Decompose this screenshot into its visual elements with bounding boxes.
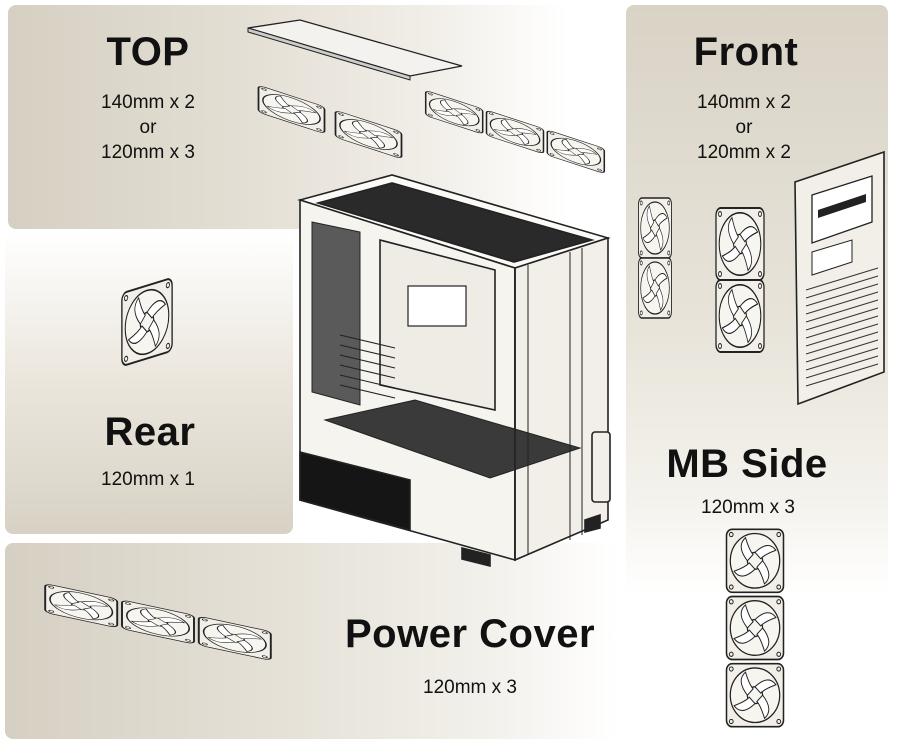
rear-spec-line1: 120mm x 1 xyxy=(101,469,195,490)
top-fan-tray-3x120 xyxy=(424,89,606,175)
mb-side-spec: 120mm x 3 xyxy=(668,495,828,520)
top-spec-line2: or xyxy=(139,117,157,138)
power-cover-fans xyxy=(44,582,272,662)
top-title: TOP xyxy=(106,30,190,74)
front-spec: 140mm x 2 or 120mm x 2 xyxy=(664,90,824,165)
front-bracket-panel xyxy=(794,150,885,406)
top-spec: 140mm x 2 or 120mm x 3 xyxy=(68,90,228,165)
front-spec-line1: 140mm x 2 xyxy=(697,92,791,113)
front-spec-line2: or xyxy=(735,117,753,138)
top-spec-line3: 120mm x 3 xyxy=(101,142,195,163)
pc-case xyxy=(297,174,611,568)
front-fans-120 xyxy=(715,207,765,353)
rear-panel-bg xyxy=(5,232,293,534)
rear-title: Rear xyxy=(104,410,196,454)
top-spec-line1: 140mm x 2 xyxy=(101,92,195,113)
mb-side-fans xyxy=(725,528,785,728)
power-cover-spec-line1: 120mm x 3 xyxy=(423,677,517,698)
power-cover-panel-bg xyxy=(5,543,617,739)
top-fan-tray-2x140 xyxy=(257,84,403,160)
power-cover-spec: 120mm x 3 xyxy=(390,675,550,700)
top-dust-filter xyxy=(247,19,463,77)
front-spec-line3: 120mm x 2 xyxy=(697,142,791,163)
mb-side-title: MB Side xyxy=(666,442,828,486)
front-fans-140 xyxy=(637,197,673,319)
rear-fan xyxy=(120,276,174,368)
front-title: Front xyxy=(693,30,799,74)
rear-spec: 120mm x 1 xyxy=(68,467,228,492)
mb-side-spec-line1: 120mm x 3 xyxy=(701,497,795,518)
power-cover-title: Power Cover xyxy=(344,612,596,656)
